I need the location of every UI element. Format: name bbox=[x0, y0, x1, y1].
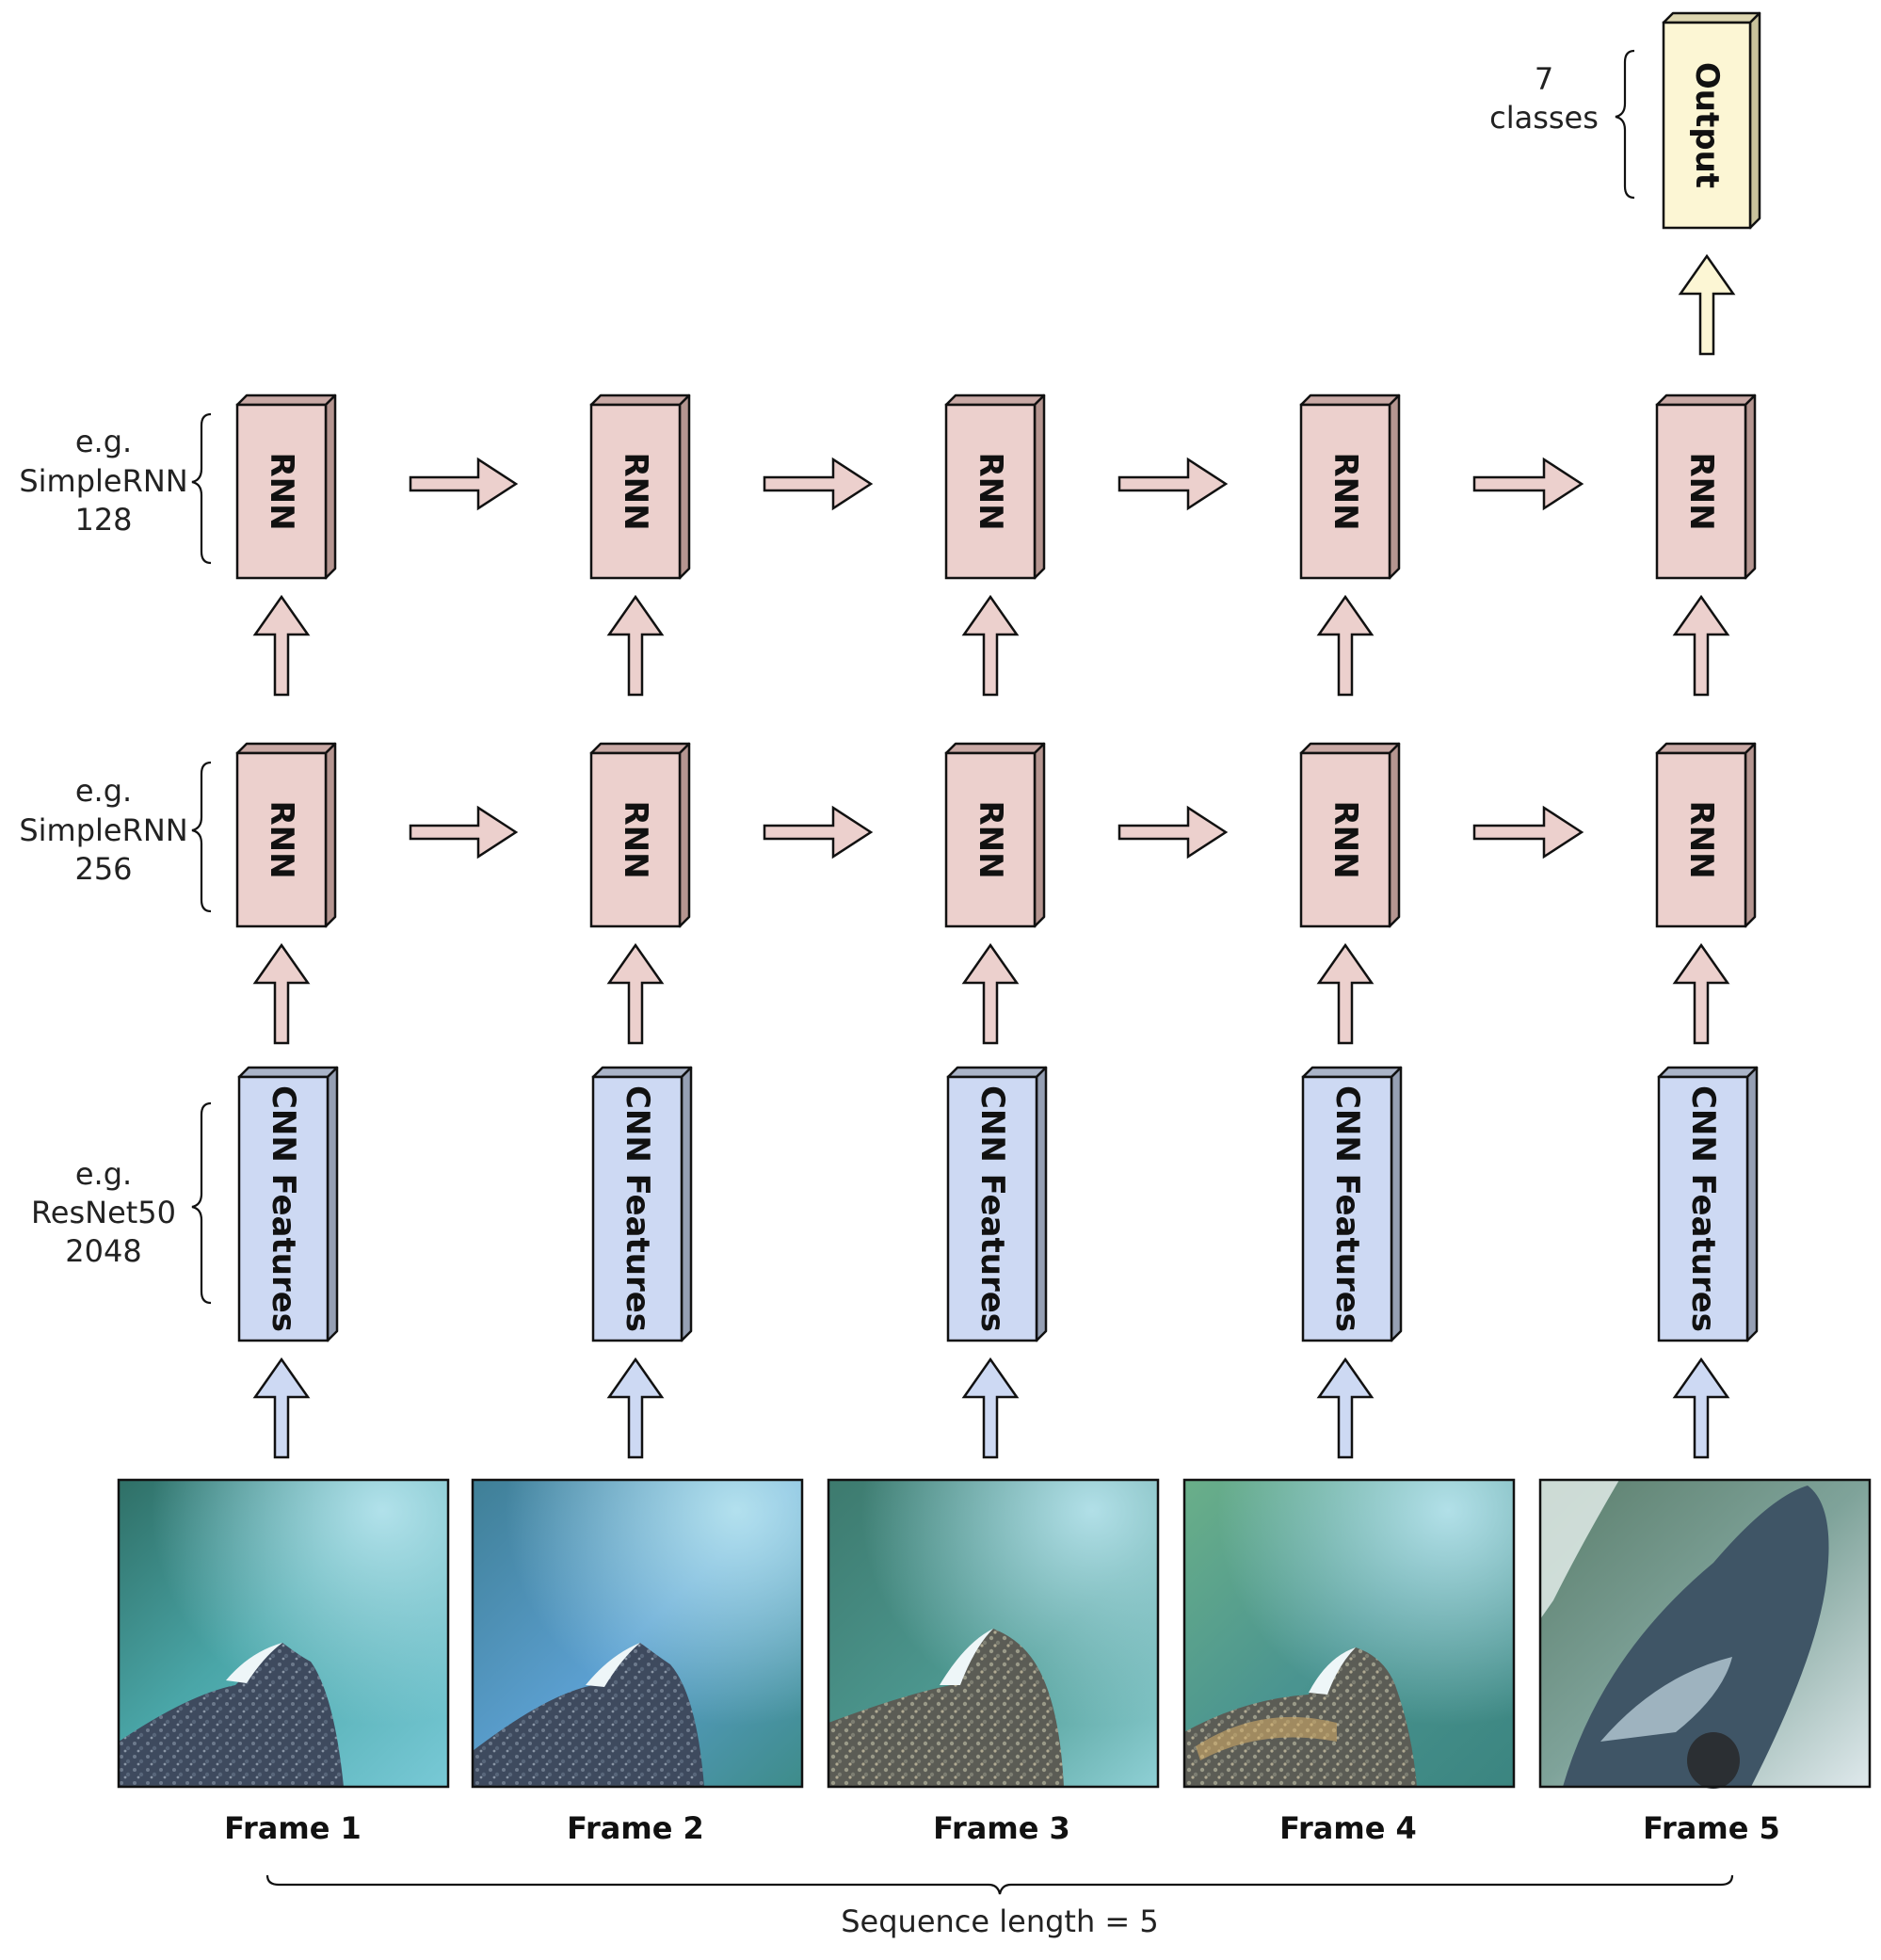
frame-3-label: Frame 3 bbox=[933, 1810, 1070, 1846]
rnn-bottom-box-4: RNN bbox=[1299, 742, 1401, 928]
sequence-brace bbox=[265, 1874, 1734, 1895]
frame-to-cnn-arrow-4 bbox=[1316, 1357, 1375, 1459]
rnn-top-annotation-line-1: e.g. bbox=[75, 424, 132, 459]
output-box: Output bbox=[1662, 11, 1761, 230]
frame-2-image bbox=[471, 1478, 804, 1789]
rnn-top-recurrent-arrow-1 bbox=[409, 457, 519, 511]
rnn-bottom-recurrent-arrow-2 bbox=[763, 805, 874, 860]
frame-to-cnn-arrow-2 bbox=[606, 1357, 665, 1459]
rnn-bottom-box-4-label: RNN bbox=[1326, 800, 1364, 878]
rnn-bottom-brace bbox=[191, 761, 212, 913]
cnn-features-box-4: CNN Features bbox=[1301, 1066, 1403, 1342]
rnn-bottom-box-3-label: RNN bbox=[972, 800, 1009, 878]
frame-4-label: Frame 4 bbox=[1279, 1810, 1417, 1846]
rnn-top-box-3: RNN bbox=[944, 394, 1046, 580]
cnn-features-box-3-label: CNN Features bbox=[973, 1085, 1011, 1332]
rnn-top-box-2: RNN bbox=[589, 394, 691, 580]
rnn-bottom-box-5-label: RNN bbox=[1682, 800, 1720, 878]
cnn-annotation: e.g. ResNet50 2048 bbox=[31, 1101, 212, 1305]
cnn-annotation-line-2: ResNet50 bbox=[31, 1195, 176, 1230]
rnn-bottom-box-2-label: RNN bbox=[617, 800, 654, 878]
cnn-features-box-1-label: CNN Features bbox=[265, 1085, 302, 1332]
rnn-top-box-5-label: RNN bbox=[1682, 452, 1720, 530]
output-box-label: Output bbox=[1688, 62, 1726, 188]
rnn-top-box-4: RNN bbox=[1299, 394, 1401, 580]
rnn-top-recurrent-arrow-2 bbox=[763, 457, 874, 511]
cnn-to-rnn-arrow-5 bbox=[1672, 942, 1730, 1045]
rnn-to-rnn-arrow-3 bbox=[961, 594, 1020, 697]
rnn-bottom-recurrent-arrow-1 bbox=[409, 805, 519, 860]
sequence-length-label: Sequence length = 5 bbox=[841, 1904, 1159, 1939]
frames-row bbox=[117, 1478, 1872, 1789]
rnn-bottom-annotation: e.g. SimpleRNN 256 bbox=[19, 761, 212, 913]
rnn-bottom-box-3: RNN bbox=[944, 742, 1046, 928]
rnn-bottom-recurrent-arrow-3 bbox=[1117, 805, 1229, 860]
frame-1-label: Frame 1 bbox=[224, 1810, 362, 1846]
cnn-features-box-5: CNN Features bbox=[1657, 1066, 1759, 1342]
cnn-brace bbox=[191, 1101, 212, 1305]
rnn-top-box-1: RNN bbox=[235, 394, 337, 580]
rnn-bottom-annotation-line-3: 256 bbox=[74, 851, 132, 887]
frame-to-cnn-arrow-1 bbox=[252, 1357, 311, 1459]
rnn-bottom-recurrent-arrow-4 bbox=[1472, 805, 1584, 860]
cnn-to-rnn-arrow-4 bbox=[1316, 942, 1375, 1045]
rnn-top-annotation: e.g. SimpleRNN 128 bbox=[19, 412, 212, 565]
frame-5-label: Frame 5 bbox=[1643, 1810, 1780, 1846]
frame-5-image bbox=[1538, 1478, 1872, 1789]
rnn-top-recurrent-arrow-4 bbox=[1472, 457, 1584, 511]
rnn-bottom-annotation-line-1: e.g. bbox=[75, 773, 132, 809]
output-arrow bbox=[1678, 253, 1736, 356]
frame-2-label: Frame 2 bbox=[567, 1810, 704, 1846]
rnn-bottom-box-1: RNN bbox=[235, 742, 337, 928]
cnn-features-box-3: CNN Features bbox=[946, 1066, 1048, 1342]
rnn-bottom-annotation-line-2: SimpleRNN bbox=[19, 812, 187, 848]
cnn-features-box-2: CNN Features bbox=[591, 1066, 693, 1342]
cnn-to-rnn-arrow-2 bbox=[606, 942, 665, 1045]
rnn-bottom-box-1-label: RNN bbox=[263, 800, 300, 878]
rnn-to-rnn-arrow-2 bbox=[606, 594, 665, 697]
cnn-to-rnn-arrow-3 bbox=[961, 942, 1020, 1045]
rnn-top-brace bbox=[191, 412, 212, 565]
output-annotation-line-2: classes bbox=[1489, 100, 1599, 136]
rnn-top-box-2-label: RNN bbox=[617, 452, 654, 530]
rnn-top-annotation-line-3: 128 bbox=[74, 502, 132, 538]
rnn-bottom-box-2: RNN bbox=[589, 742, 691, 928]
rnn-top-box-1-label: RNN bbox=[263, 452, 300, 530]
rnn-top-box-5: RNN bbox=[1655, 394, 1757, 580]
frame-3-image bbox=[827, 1478, 1160, 1789]
frame-to-cnn-arrow-5 bbox=[1672, 1357, 1730, 1459]
rnn-to-rnn-arrow-1 bbox=[252, 594, 311, 697]
cnn-annotation-line-3: 2048 bbox=[65, 1233, 141, 1269]
output-annotation-line-1: 7 bbox=[1535, 61, 1553, 97]
output-brace bbox=[1615, 49, 1635, 200]
cnn-features-box-2-label: CNN Features bbox=[619, 1085, 656, 1332]
cnn-annotation-line-1: e.g. bbox=[75, 1156, 132, 1192]
cnn-features-box-1: CNN Features bbox=[237, 1066, 339, 1342]
cnn-features-box-4-label: CNN Features bbox=[1328, 1085, 1366, 1332]
rnn-to-rnn-arrow-4 bbox=[1316, 594, 1375, 697]
rnn-top-annotation-line-2: SimpleRNN bbox=[19, 463, 187, 499]
frame-to-cnn-arrow-3 bbox=[961, 1357, 1020, 1459]
rnn-bottom-box-5: RNN bbox=[1655, 742, 1757, 928]
cnn-features-box-5-label: CNN Features bbox=[1684, 1085, 1722, 1332]
arrows-layer bbox=[252, 253, 1736, 1459]
frame-4-image bbox=[1182, 1478, 1516, 1789]
rnn-top-box-3-label: RNN bbox=[972, 452, 1009, 530]
frame-1-image bbox=[117, 1478, 450, 1789]
output-annotation: 7 classes bbox=[1489, 49, 1635, 200]
rnn-to-rnn-arrow-5 bbox=[1672, 594, 1730, 697]
cnn-to-rnn-arrow-1 bbox=[252, 942, 311, 1045]
rnn-top-recurrent-arrow-3 bbox=[1117, 457, 1229, 511]
rnn-top-box-4-label: RNN bbox=[1326, 452, 1364, 530]
